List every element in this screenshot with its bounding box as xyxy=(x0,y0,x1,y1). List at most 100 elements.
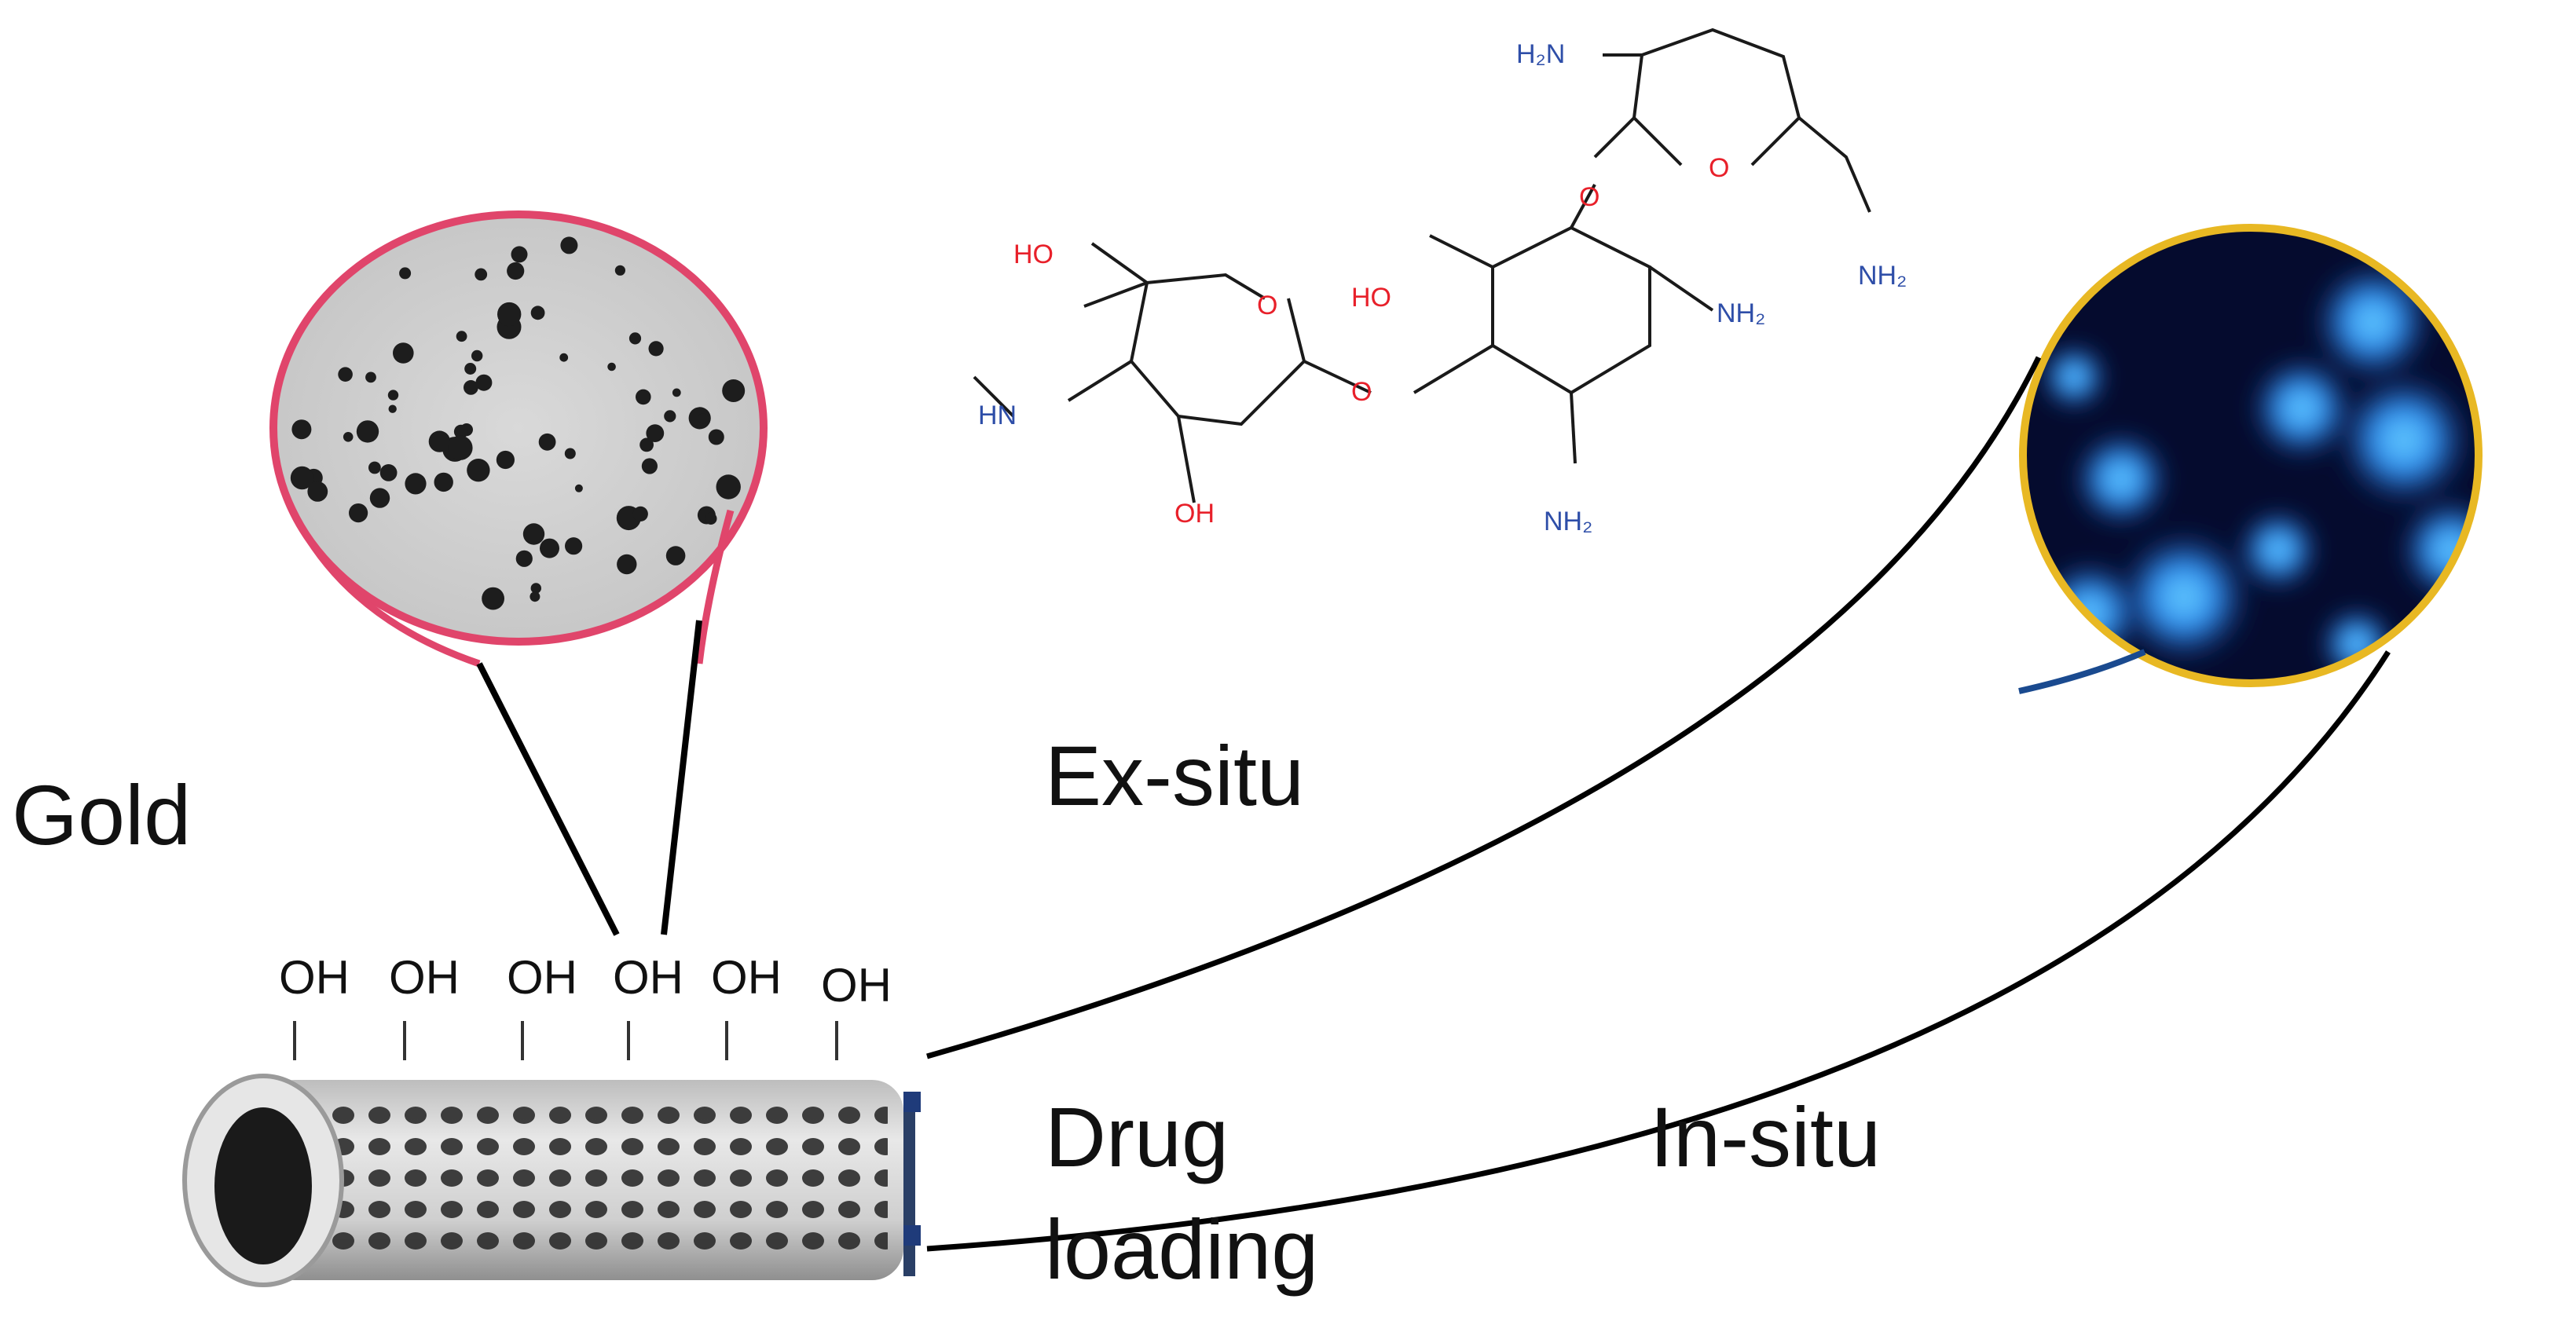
nanoparticle xyxy=(530,306,545,320)
nanoparticle xyxy=(648,341,664,357)
fluorescence-micrograph xyxy=(2018,224,2483,694)
nanoparticle xyxy=(464,363,477,375)
gold-circle-tail-left xyxy=(279,485,481,668)
ex-situ-arc xyxy=(926,356,2042,1059)
atom-o-link-mid: O xyxy=(1351,377,1372,407)
nanoparticle xyxy=(698,413,709,424)
nanoparticle xyxy=(716,474,741,499)
nanoparticle xyxy=(540,538,559,558)
nanoparticle xyxy=(511,246,528,263)
nanoparticle xyxy=(538,433,556,451)
nanoparticle xyxy=(464,380,478,395)
nanoparticle xyxy=(307,481,328,502)
gold-connector-left xyxy=(476,662,620,936)
in-situ-label: In-situ xyxy=(1650,1089,1881,1184)
nanoparticle xyxy=(387,390,399,401)
gold-label: Gold xyxy=(12,767,191,862)
nanoparticle xyxy=(574,484,583,492)
nanoparticle xyxy=(708,429,724,445)
atom-nh2-right: NH₂ xyxy=(1717,298,1765,328)
nanoparticle xyxy=(475,268,488,281)
nanoparticle xyxy=(471,349,483,362)
atom-o-ring-left: O xyxy=(1257,291,1277,320)
nanoparticle xyxy=(399,267,412,280)
hydroxyl-label: OH xyxy=(613,951,683,1004)
nanoparticle xyxy=(507,262,525,280)
gold-connector-right xyxy=(661,620,702,935)
nanoparticle xyxy=(368,461,381,474)
nanoparticle xyxy=(482,587,504,610)
nanoparticle xyxy=(665,546,686,565)
fluorescence-tail xyxy=(2018,649,2146,694)
nanoparticle xyxy=(705,512,717,525)
nanoparticle xyxy=(664,410,676,423)
hydroxyl-label: OH xyxy=(507,951,577,1004)
molecule-atom-labels: H₂N O O NH₂ HO O HO NH₂ HN O OH NH₂ xyxy=(978,39,1907,536)
nanoparticle xyxy=(628,332,642,345)
nanoparticle xyxy=(388,404,397,413)
atom-oh-bottom: OH xyxy=(1174,499,1215,529)
nanoparticle xyxy=(338,367,353,382)
nanoparticle xyxy=(369,488,390,508)
gold-circle-tail-right xyxy=(695,509,735,664)
nanoparticle xyxy=(291,419,312,440)
atom-nh2-ch2: NH₂ xyxy=(1858,261,1907,291)
gold-micrograph xyxy=(269,210,768,668)
gold-circle-outline xyxy=(269,210,768,646)
fluorescence-circle-outline xyxy=(2019,224,2483,687)
atom-h2n: H₂N xyxy=(1516,39,1565,69)
nanoparticle xyxy=(434,472,453,492)
nanoparticle xyxy=(405,473,427,495)
nanoparticle xyxy=(475,374,493,391)
nanoparticle xyxy=(646,424,665,442)
nanoparticle xyxy=(529,591,540,602)
nanoparticle xyxy=(522,523,545,545)
hydroxyl-label: OH xyxy=(821,959,892,1012)
nanoparticle xyxy=(617,554,637,575)
nanoparticle xyxy=(343,432,354,442)
atom-ho-mid: HO xyxy=(1351,283,1391,313)
nanoparticle xyxy=(560,236,578,254)
nanoparticle xyxy=(290,466,314,490)
nanoparticle xyxy=(467,459,490,482)
hydroxyl-label: OH xyxy=(711,951,782,1004)
atom-ho-left: HO xyxy=(1013,240,1053,269)
nanoparticle xyxy=(356,420,379,443)
hydroxyl-groups: OH OH OH OH OH OH xyxy=(279,951,892,1060)
nanoparticle xyxy=(448,435,473,460)
nanoparticle xyxy=(607,362,616,371)
nanoparticle xyxy=(564,448,576,459)
nanoparticle xyxy=(349,503,368,523)
hydroxyl-label: OH xyxy=(279,951,350,1004)
gold-nanoparticles xyxy=(290,236,746,610)
nanoparticle xyxy=(639,437,654,452)
nanoparticle xyxy=(456,331,467,342)
nanoparticle xyxy=(530,583,541,594)
atom-hn: HN xyxy=(978,401,1017,430)
nanoparticle xyxy=(496,450,515,470)
nanoparticle xyxy=(393,342,414,364)
molecule-structure xyxy=(973,27,1871,503)
ex-situ-label: Ex-situ xyxy=(1045,728,1304,823)
drug-loading-label-line2: loading xyxy=(1045,1202,1318,1297)
atom-o-link-top: O xyxy=(1579,182,1599,212)
nanoparticle xyxy=(722,379,746,402)
nanoparticle xyxy=(632,506,648,522)
nanoparticle xyxy=(428,430,451,452)
nanoparticle xyxy=(379,464,398,481)
nanoparticle xyxy=(565,537,583,555)
nanoparticle xyxy=(559,353,569,362)
drug-loading-label-line1: Drug xyxy=(1045,1089,1229,1184)
nanoparticle xyxy=(614,265,626,276)
atom-o-ring-top: O xyxy=(1709,153,1729,183)
hydroxyl-label: OH xyxy=(389,951,460,1004)
nanoparticle xyxy=(636,389,651,405)
diatom-frustule xyxy=(182,1074,921,1287)
nanoparticle xyxy=(497,302,522,327)
atom-nh2-bottom: NH₂ xyxy=(1544,507,1592,536)
nanoparticle xyxy=(672,388,681,397)
nanoparticle xyxy=(515,550,533,567)
in-situ-arc xyxy=(926,650,2391,1252)
nanoparticle xyxy=(453,424,468,439)
